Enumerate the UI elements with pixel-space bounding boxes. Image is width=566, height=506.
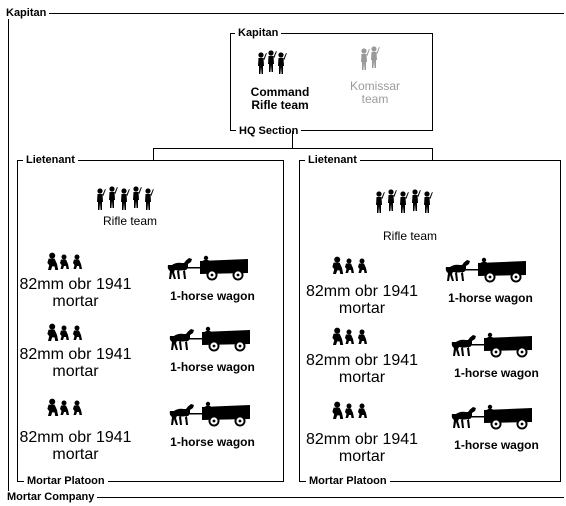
rifle-team-icon	[97, 186, 154, 210]
platoon-commander-label: Lietenant	[23, 154, 78, 166]
mortar-label-line1: 82mm obr 1941	[19, 276, 132, 293]
connector-horizontal	[153, 148, 433, 149]
mortar-label-line2: mortar	[338, 369, 386, 386]
hq-unit-line1: Command	[250, 85, 310, 99]
mortar-label-line1: 82mm obr 1941	[19, 346, 132, 363]
connector-right-drop	[432, 148, 433, 160]
platoon-label: Mortar Platoon	[24, 475, 108, 487]
mortar-label-line1: 82mm obr 1941	[19, 429, 132, 446]
mortar-label-line2: mortar	[338, 300, 386, 317]
horse-wagon-icon	[445, 257, 526, 283]
connector-left-drop	[153, 148, 154, 160]
mortar-label-line1: 82mm obr 1941	[305, 431, 419, 448]
mortar-label-line2: mortar	[52, 293, 99, 310]
company-top-line	[8, 13, 564, 14]
mortar-label-line1: 82mm obr 1941	[305, 283, 419, 300]
mortar-crew-icon	[332, 327, 367, 345]
hq-section-label: HQ Section	[236, 125, 302, 137]
wagon-label: 1-horse wagon	[448, 291, 533, 305]
horse-wagon-icon	[451, 332, 532, 358]
mortar-label-line1: 82mm obr 1941	[305, 352, 419, 369]
company-label: Mortar Company	[4, 491, 98, 503]
komissar-icon	[361, 46, 380, 70]
hq-unit-line2: team	[361, 92, 389, 106]
mortar-label-line2: mortar	[52, 363, 99, 380]
horse-wagon-icon	[167, 255, 248, 281]
mortar-crew-icon	[332, 256, 367, 274]
wagon-label: 1-horse wagon	[454, 438, 539, 452]
hq-unit-line1: Komissar	[349, 79, 400, 93]
rifle-team-icon	[258, 50, 287, 74]
horse-wagon-icon	[169, 326, 250, 352]
company-commander-label: Kapitan	[3, 7, 50, 19]
mortar-label-line2: mortar	[338, 448, 386, 465]
hq-section-box	[230, 33, 433, 131]
platoon-label: Mortar Platoon	[306, 475, 390, 487]
wagon-label: 1-horse wagon	[170, 360, 255, 374]
rifle-team-icon	[376, 189, 433, 213]
wagon-label: 1-horse wagon	[454, 366, 539, 380]
wagon-label: 1-horse wagon	[170, 435, 255, 449]
platoon-box	[299, 160, 561, 482]
platoon-commander-label: Lietenant	[305, 154, 360, 166]
company-left-line	[8, 13, 9, 498]
horse-wagon-icon	[169, 401, 250, 427]
wagon-label: 1-horse wagon	[170, 289, 255, 303]
company-bottom-line	[8, 497, 564, 498]
rifle-team-label: Rifle team	[102, 214, 158, 228]
mortar-crew-icon	[332, 401, 367, 419]
connector-hq-down	[292, 131, 293, 148]
mortar-crew-icon	[47, 252, 82, 270]
mortar-crew-icon	[47, 398, 82, 416]
rifle-team-label: Rifle team	[382, 229, 438, 243]
platoon-box	[17, 160, 284, 482]
mortar-label-line2: mortar	[52, 446, 99, 463]
mortar-crew-icon	[47, 323, 82, 341]
hq-commander-label: Kapitan	[235, 27, 282, 39]
hq-unit-line2: Rifle team	[251, 98, 309, 112]
horse-wagon-icon	[451, 404, 532, 430]
